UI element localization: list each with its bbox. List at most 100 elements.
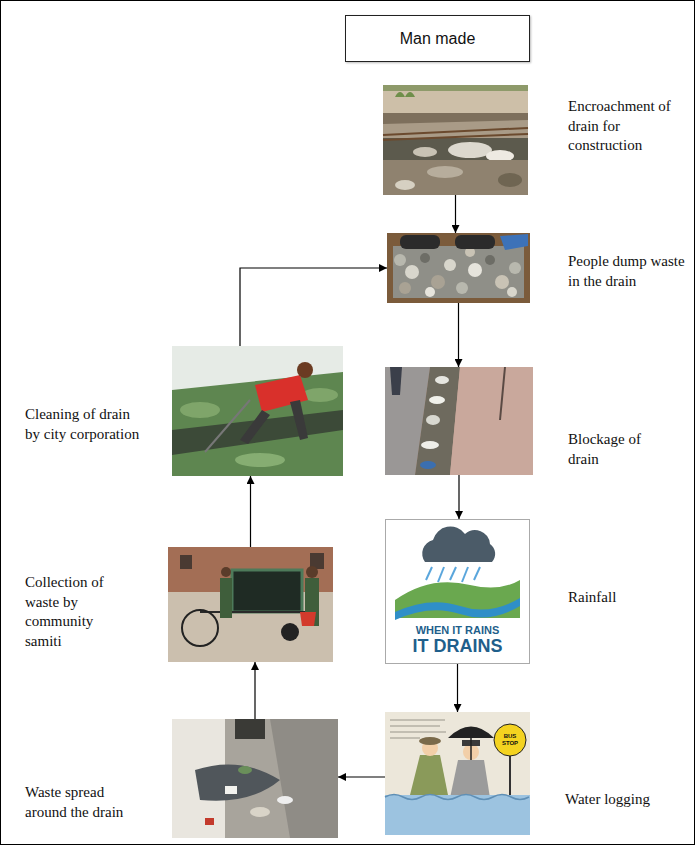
waste-collection-photo [168,547,333,662]
encroachment-photo-part [498,173,522,187]
blocked-drain-photo-part [420,461,436,469]
water-logging-cartoon-part-part [390,725,440,727]
drain-cleaning-photo-part [255,375,308,412]
drain-cleaning-photo-part [205,400,250,452]
waste-collection-photo-part [168,547,333,662]
waste-dump-photo-part [444,259,456,271]
waste-dump-photo-part [507,287,517,297]
flow-arrow [455,195,456,233]
rain-logo-part [422,527,495,562]
water-logging-cartoon-part [470,738,472,760]
drain-cleaning-photo-part [240,410,270,444]
rain-logo-part [386,520,530,664]
encroachment-photo [383,85,528,195]
photo-step: Water logging [385,712,530,835]
waste-collection-photo-part [281,623,299,641]
waste-spread-photo-part [172,719,225,838]
waste-spread-photo-part [225,786,237,794]
waste-dump-photo-part [425,287,435,297]
flow-arrow [457,664,458,712]
water-logging-cartoon-part [450,760,490,798]
waste-dump-photo-part [468,263,482,277]
waste-collection-photo-part [310,553,324,569]
waste-dump-photo-part [393,246,524,298]
waste-dump-photo-part [465,247,475,257]
caption: Collection of waste by community samiti [25,573,125,651]
waste-collection-photo-part [232,570,302,612]
encroachment-photo-part [413,147,437,157]
waste-spread-photo-part [277,796,293,804]
caption: Encroachment of drain for construction [568,97,690,156]
step-caption: Cleaning of drain by city corporation [25,405,143,444]
water-logging-cartoon-part-part [390,719,445,721]
waste-dump-photo [387,233,530,303]
water-logging-cartoon-part [385,795,530,835]
step-caption: Waste spread around the drain [25,783,143,822]
title-box: Man made [345,15,530,62]
blocked-drain-photo-part [429,396,445,404]
water-logging-cartoon-part [494,724,526,756]
waste-spread-photo-part [205,818,214,825]
waste-collection-photo-part [220,578,232,618]
caption: Water logging [565,790,690,810]
blocked-drain-photo-part [421,441,439,449]
step-caption: Encroachment of drain for construction [568,97,690,156]
logo-text: WHEN IT RAINS [385,624,530,636]
rain-logo-part [395,598,520,620]
drain-cleaning-photo-part [297,362,313,378]
flow-arrow [458,303,459,367]
step-caption: People dump waste in the drain [568,252,690,291]
waste-collection-photo-part [306,566,318,578]
logo-text: IT DRAINS [385,637,530,657]
blocked-drain-photo-part [385,367,430,475]
waste-dump-photo-part [431,275,445,289]
rain-logo-part [426,567,480,582]
photo-step: Collection of waste by community samiti [168,547,333,662]
waste-dump-photo-part [400,235,440,249]
blocked-drain-photo-part [435,376,449,384]
waste-collection-photo-part [180,555,192,569]
blocked-drain-photo-part [450,367,533,475]
waste-dump-photo-part [405,265,419,279]
waste-collection-photo-part [305,578,319,626]
caption: People dump waste in the drain [568,252,690,291]
drain-cleaning-photo-part [180,402,220,418]
encroachment-photo-part [383,128,528,135]
waste-dump-photo-part [456,282,468,294]
waste-spread-photo [172,719,338,838]
water-logging-cartoon-part [419,737,441,745]
encroachment-photo-part [383,160,528,195]
blocked-drain-photo [385,367,533,475]
water-logging-cartoon-part [463,744,479,760]
water-logging-cartoon-part [422,740,438,756]
waste-collection-photo-part [168,547,333,592]
blocked-drain-photo-part [426,415,440,425]
encroachment-photo-part [486,150,514,162]
flow-arrow [240,268,387,346]
waste-spread-photo-part [270,719,338,838]
water-logging-cartoon [385,712,530,835]
waste-collection-photo-part [221,567,231,577]
water-logging-cartoon-part [462,740,480,746]
waste-dump-photo-part [399,282,411,294]
water-logging-cartoon-part-part [390,731,446,733]
encroachment-photo-part [395,180,415,190]
water-logging-cartoon-part [410,755,448,795]
water-logging-cartoon-part [448,727,494,739]
caption: Blockage of drain [568,430,658,469]
water-logging-cartoon-part [390,720,446,738]
encroachment-photo-part [383,134,528,140]
caption: Rainfall [568,588,688,608]
waste-collection-photo-part [182,610,218,646]
rain-logo [386,520,530,664]
waste-spread-photo-part [235,719,265,739]
rain-logo-part-part [462,567,468,582]
encroachment-photo-part [383,85,528,195]
blocked-drain-photo-part [500,367,505,420]
caption: Cleaning of drain by city corporation [25,405,143,444]
waste-dump-photo-part [500,234,528,250]
rain-logo-part [395,580,520,618]
water-logging-cartoon-part-part [390,737,420,739]
